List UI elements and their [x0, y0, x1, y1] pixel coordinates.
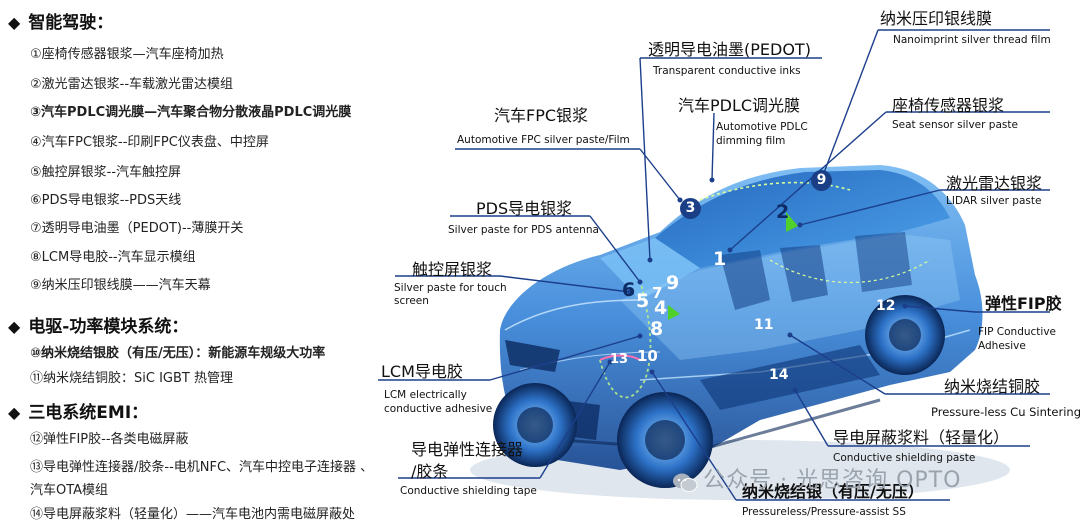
diamond-bullet-icon: ◆ [8, 13, 21, 32]
list-item: ③汽车PDLC调光膜—汽车聚合物分散液晶PDLC调光膜 [30, 105, 352, 120]
section-title: 电驱-功率模块系统： [28, 317, 189, 337]
marker-4: 4 [654, 297, 668, 319]
callout-pdlc-cn: 汽车PDLC调光膜 [678, 96, 801, 115]
section-intelligent-driving: ◆ 智能驾驶： [8, 8, 113, 33]
callout-nanoimprint-en: Nanoimprint silver thread film [893, 34, 1051, 46]
list-item: ①座椅传感器银浆—汽车座椅加热 [30, 47, 224, 62]
callout-nanoimprint-cn: 纳米压印银线膜 [880, 9, 993, 28]
callout-fpc-en: Automotive FPC silver paste/Film [457, 134, 630, 146]
section-power-module: ◆ 电驱-功率模块系统： [8, 312, 188, 337]
list-item: ②激光雷达银浆--车载激光雷达模组 [30, 77, 234, 92]
callout-seat-en: Seat sensor silver paste [892, 119, 1018, 131]
marker-5: 5 [636, 290, 650, 312]
marker-13: 13 [610, 352, 629, 367]
section-emi: ◆ 三电系统EMI： [8, 398, 148, 423]
section-title: 智能驾驶： [28, 13, 114, 33]
callout-shield-paste-cn: 导电屏蔽浆料（轻量化） [833, 428, 1010, 447]
callout-pdlc-en1: Automotive PDLC [716, 121, 808, 133]
marker-7: 7 [652, 284, 663, 302]
callout-touch-en2: screen [394, 295, 429, 307]
callout-seat-cn: 座椅传感器银浆 [892, 96, 1005, 115]
callout-elastic-cn1: 导电弹性连接器 [411, 440, 524, 459]
marker-12: 12 [876, 298, 896, 314]
callout-fpc-cn: 汽车FPC银浆 [494, 106, 589, 125]
callout-fip-en1: FIP Conductive [978, 326, 1057, 338]
callout-shield-paste-en: Conductive shielding paste [833, 452, 976, 464]
section-title: 三电系统EMI： [28, 403, 149, 423]
list-item: 汽车OTA模组 [30, 483, 109, 498]
callout-lidar-cn: 激光雷达银浆 [946, 174, 1043, 193]
list-item: ⑭导电屏蔽浆料（轻量化）——汽车电池内需电磁屏蔽处 [30, 507, 356, 522]
watermark-text: 公众号 · 光思咨询 OPTO [703, 468, 962, 493]
callout-lidar-en: LIDAR silver paste [946, 195, 1042, 207]
callout-fip-cn: 弹性FIP胶 [985, 294, 1062, 313]
marker-1: 1 [713, 248, 727, 270]
diamond-bullet-icon: ◆ [8, 317, 21, 336]
callout-pds-cn: PDS导电银浆 [476, 199, 573, 218]
marker-9: 9 [811, 170, 832, 191]
list-item: ⑨纳米压印银线膜——汽车天幕 [30, 278, 211, 293]
marker-2: 2 [776, 201, 790, 223]
list-item: ⑧LCM导电胶--汽车显示模组 [30, 250, 196, 265]
marker-6: 6 [622, 279, 636, 301]
callout-elastic-cn2: /胶条 [411, 462, 449, 481]
marker-3: 3 [680, 198, 701, 219]
diamond-bullet-icon: ◆ [8, 403, 21, 422]
callout-cu-cn: 纳米烧结铜胶 [944, 377, 1041, 396]
list-item: ⑫弹性FIP胶--各类电磁屏蔽 [30, 432, 189, 447]
callout-pdlc-en2: dimming film [716, 135, 786, 147]
marker-11: 11 [754, 317, 774, 333]
callout-elastic-en: Conductive shielding tape [400, 485, 537, 497]
callout-lcm-en2: conductive adhesive [384, 403, 493, 415]
list-item: ⑪纳米烧结铜胶：SiC IGBT 热管理 [30, 371, 233, 386]
callout-touch-en1: Silver paste for touch [394, 282, 507, 294]
list-item: ④汽车FPC银浆--印刷FPC仪表盘、中控屏 [30, 135, 269, 150]
marker-10: 10 [637, 347, 658, 365]
marker-8: 8 [650, 318, 664, 340]
callout-cu-en: Pressure-less Cu Sintering [931, 405, 1080, 419]
callout-pedot-en: Transparent conductive inks [653, 65, 801, 77]
list-item: ⑥PDS导电银浆--PDS天线 [30, 193, 182, 208]
list-item: ⑬导电弹性连接器/胶条--电机NFC、汽车中控电子连接器 、 [30, 460, 374, 475]
list-item: ⑦透明导电油墨（PEDOT)--薄膜开关 [30, 221, 244, 236]
callout-lcm-en1: LCM electrically [384, 389, 467, 401]
callout-ag-sinter-en: Pressureless/Pressure-assist SS [742, 506, 906, 518]
callout-fip-en2: Adhesive [978, 340, 1026, 352]
list-item: ⑤触控屏银浆--汽车触控屏 [30, 165, 182, 180]
callout-ag-sinter-cn: 纳米烧结银（有压/无压） [742, 482, 924, 501]
watermark: 公众号 · 光思咨询 OPTO [672, 462, 961, 494]
callout-lcm-cn: LCM导电胶 [381, 362, 463, 381]
callout-touch-cn: 触控屏银浆 [412, 260, 493, 279]
list-item: ⑩纳米烧结银胶（有压/无压）：新能源车规级大功率 [30, 346, 326, 361]
wechat-icon [673, 473, 698, 492]
callout-pds-en: Silver paste for PDS antenna [448, 224, 599, 236]
marker-9b: 9 [666, 272, 680, 294]
marker-14: 14 [769, 367, 789, 383]
callout-pedot-cn: 透明导电油墨(PEDOT) [648, 40, 811, 59]
